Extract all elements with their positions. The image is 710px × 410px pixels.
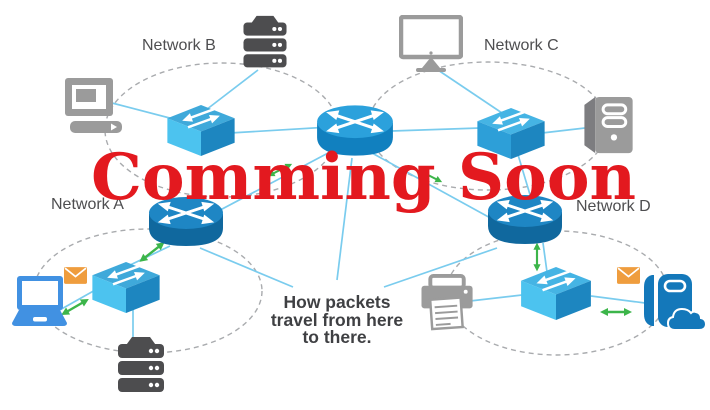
network-switch-icon [166, 104, 236, 157]
email-icon [617, 265, 640, 286]
network-a-label: Network A [51, 196, 124, 213]
packet-arrow [598, 306, 634, 318]
coming-soon-overlay: Comming Soon [90, 140, 637, 215]
laptop-icon [7, 275, 71, 328]
monitor-icon [399, 15, 463, 73]
server-stack-icon [111, 336, 171, 398]
network-switch-icon [91, 261, 161, 314]
desktop-computer-icon [64, 77, 124, 134]
caption-line: How packets [283, 292, 391, 312]
cloud-server-icon [641, 274, 707, 331]
caption: How packets travel from here to there. [237, 292, 437, 347]
network-links [57, 65, 646, 340]
router-icon [485, 192, 565, 250]
email-icon [64, 265, 87, 286]
router-icon [314, 102, 396, 162]
network-switch-icon [520, 266, 592, 321]
tower-pc-icon [580, 96, 640, 159]
router-icon [146, 194, 226, 252]
server-stack-icon [236, 15, 294, 73]
printer-icon [420, 274, 478, 331]
network-d-label: Network D [576, 198, 651, 215]
caption-line: to there. [302, 327, 372, 347]
network-c-label: Network C [484, 37, 559, 54]
network-b-label: Network B [142, 37, 216, 54]
network-switch-icon [476, 107, 546, 160]
caption-line: travel from here [270, 309, 404, 330]
